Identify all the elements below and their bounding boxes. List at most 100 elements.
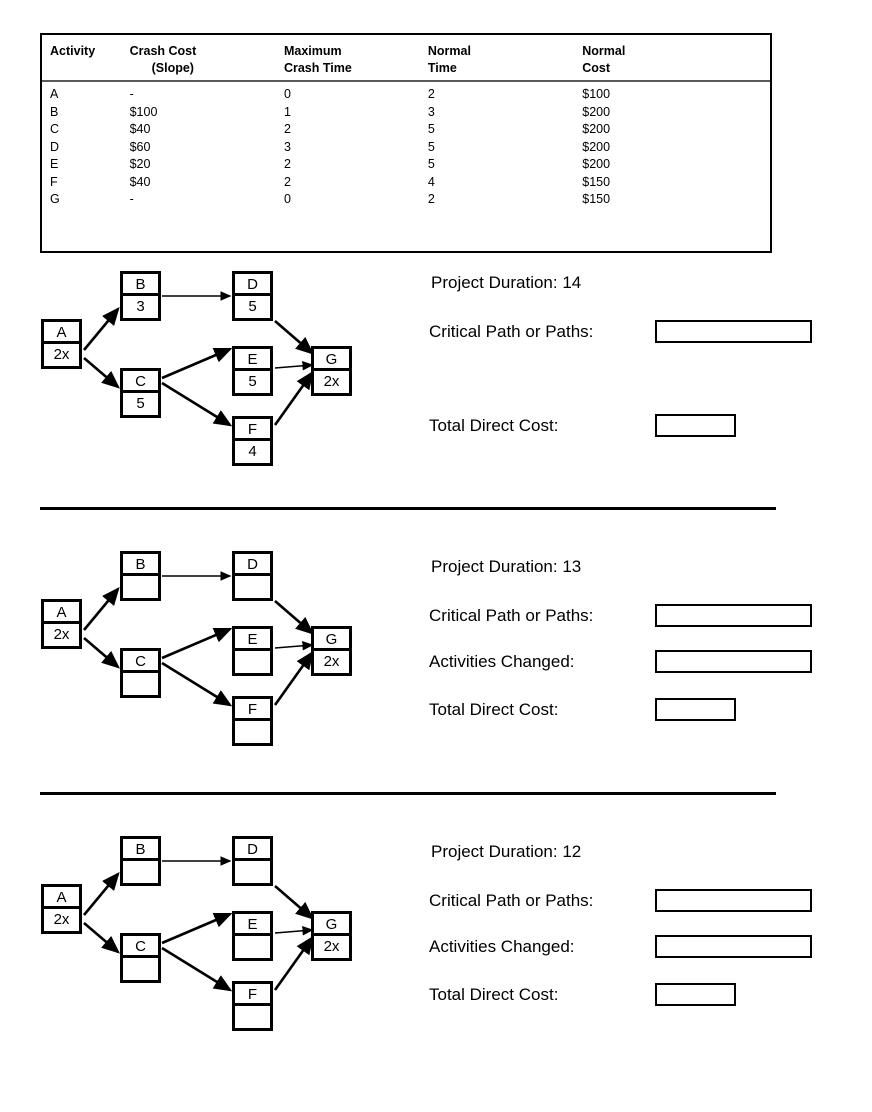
node-c-value[interactable]: 5	[136, 395, 145, 412]
node-b: B	[120, 836, 161, 886]
cell-normal-time: 3	[427, 104, 435, 119]
table-header-slope: (Slope)	[151, 61, 194, 75]
node-g: G 2x	[311, 626, 352, 676]
table-row: D $60 3 5 $200	[42, 139, 770, 157]
node-e-label: E	[235, 629, 270, 651]
table-row: G - 0 2 $150	[42, 191, 770, 209]
cell-crash-cost: $20	[129, 157, 151, 171]
edge-c-f	[161, 661, 233, 707]
cell-max-crash-time: 1	[283, 104, 291, 119]
edge-a-b	[82, 871, 120, 916]
node-d: D	[232, 551, 273, 601]
node-a-value[interactable]: 2x	[53, 626, 70, 643]
node-e-value[interactable]	[235, 651, 270, 673]
cell-normal-time: 5	[427, 122, 435, 136]
edge-e-g	[274, 925, 314, 936]
table-row: E $20 2 5 $200	[42, 156, 770, 174]
node-d: D	[232, 836, 273, 886]
node-c-label: C	[123, 651, 158, 673]
node-c-label: C	[123, 936, 158, 958]
edge-a-b	[82, 306, 120, 351]
node-a-value[interactable]: 2x	[53, 346, 70, 363]
table-header-crash-cost: Crash Cost	[129, 44, 197, 58]
node-c-value[interactable]	[123, 958, 158, 980]
node-b-label: B	[123, 554, 158, 576]
edge-d-g	[274, 320, 314, 355]
node-b: B	[120, 551, 161, 601]
edge-d-g	[274, 885, 314, 920]
cell-activity: F	[50, 174, 58, 189]
network-diagram-3: A 2x B C D E F G 2x	[40, 830, 420, 1045]
critical-path-input-2[interactable]	[655, 604, 812, 627]
cell-normal-cost: $200	[582, 157, 611, 171]
cell-normal-time: 2	[427, 87, 435, 101]
edge-c-e	[161, 347, 233, 380]
node-g-value[interactable]: 2x	[323, 653, 340, 670]
cell-max-crash-time: 2	[283, 157, 291, 171]
network-diagram-1: A 2x B 3 C 5 D 5 E 5 F 4 G 2x	[40, 265, 420, 480]
table-header-crash-time: Crash Time	[283, 61, 352, 75]
node-f-value[interactable]	[235, 721, 270, 743]
critical-path-label-3: Critical Path or Paths:	[429, 891, 594, 910]
cell-max-crash-time: 2	[283, 174, 291, 189]
node-d-value[interactable]	[235, 861, 270, 883]
table-row: B $100 1 3 $200	[42, 104, 770, 122]
total-direct-cost-label-3: Total Direct Cost:	[429, 985, 559, 1004]
cell-max-crash-time: 3	[283, 139, 291, 154]
edge-f-g	[273, 370, 314, 426]
node-a-value[interactable]: 2x	[53, 911, 70, 928]
cell-crash-cost: $40	[129, 174, 151, 189]
node-b-label: B	[123, 839, 158, 861]
node-e: E	[232, 911, 273, 961]
node-g-label: G	[314, 914, 349, 936]
crash-cost-table: Activity Crash Cost Maximum Normal Norma…	[40, 33, 772, 253]
edge-e-g	[274, 640, 314, 651]
edge-f-g	[273, 650, 314, 706]
activities-changed-input-3[interactable]	[655, 935, 812, 958]
node-e-label: E	[235, 914, 270, 936]
critical-path-input-1[interactable]	[655, 320, 812, 343]
table-header-blank	[42, 60, 130, 81]
table-row: A - 0 2 $100	[42, 81, 770, 104]
node-e-value[interactable]	[235, 936, 270, 958]
node-g: G 2x	[311, 346, 352, 396]
edge-a-c	[83, 357, 120, 389]
cell-crash-cost: $40	[129, 122, 151, 136]
critical-path-input-3[interactable]	[655, 889, 812, 912]
node-f-label: F	[235, 984, 270, 1006]
edge-c-f	[161, 381, 233, 427]
node-c: C 5	[120, 368, 161, 418]
node-f-value[interactable]	[235, 1006, 270, 1028]
node-e-value[interactable]: 5	[248, 373, 257, 390]
node-b-value[interactable]: 3	[136, 298, 145, 315]
cell-max-crash-time: 0	[283, 192, 291, 206]
total-direct-cost-input-2[interactable]	[655, 698, 736, 721]
node-c-value[interactable]	[123, 673, 158, 695]
node-b-value[interactable]	[123, 576, 158, 598]
network-edges	[82, 856, 314, 992]
cell-activity: D	[50, 139, 60, 154]
node-e: E	[232, 626, 273, 676]
node-d-label: D	[235, 839, 270, 861]
total-direct-cost-input-1[interactable]	[655, 414, 736, 437]
node-g-value[interactable]: 2x	[323, 373, 340, 390]
node-g-value[interactable]: 2x	[323, 938, 340, 955]
project-duration-2: Project Duration: 13	[431, 557, 582, 576]
table-row: F $40 2 4 $150	[42, 174, 770, 192]
cell-activity: G	[50, 192, 60, 206]
node-a-label: A	[44, 602, 79, 624]
node-f-value[interactable]: 4	[248, 443, 257, 460]
node-d-value[interactable]	[235, 576, 270, 598]
cell-normal-cost: $200	[582, 139, 611, 154]
table-header-activity: Activity	[50, 44, 96, 58]
node-b-label: B	[123, 274, 158, 296]
cell-crash-cost: $60	[129, 139, 151, 154]
table-row: C $40 2 5 $200	[42, 121, 770, 139]
node-d-value[interactable]: 5	[248, 298, 257, 315]
activities-changed-label-2: Activities Changed:	[429, 652, 575, 671]
node-b-value[interactable]	[123, 861, 158, 883]
activities-changed-input-2[interactable]	[655, 650, 812, 673]
total-direct-cost-input-3[interactable]	[655, 983, 736, 1006]
table-header-time: Time	[427, 61, 457, 75]
cell-activity: C	[50, 122, 60, 136]
